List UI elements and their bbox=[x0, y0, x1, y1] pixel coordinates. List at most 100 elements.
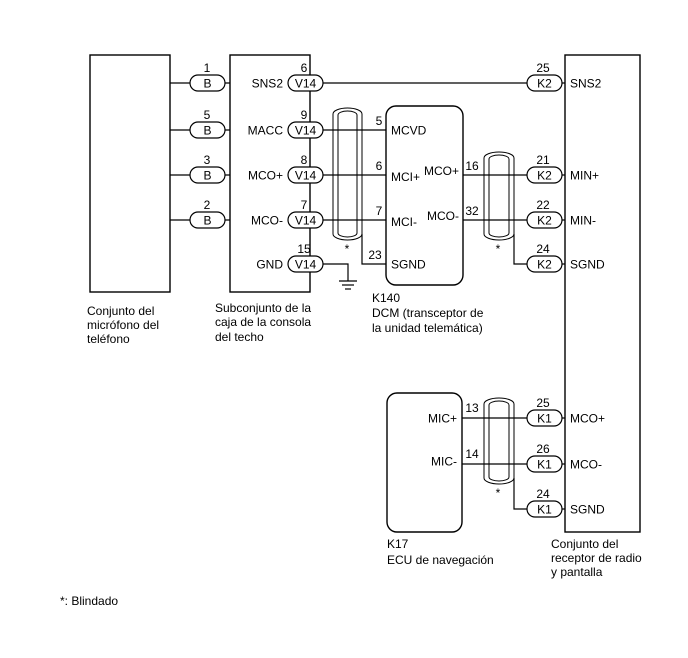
pin-number: 14 bbox=[465, 447, 479, 461]
signal-label: MCO+ bbox=[248, 169, 283, 183]
connector-label: V14 bbox=[295, 214, 317, 228]
pin-number: 3 bbox=[204, 153, 211, 167]
pin-number: 5 bbox=[376, 114, 383, 128]
signal-label: SGND bbox=[570, 258, 605, 272]
signal-label: GND bbox=[256, 258, 283, 272]
component-name-line: receptor de radio bbox=[551, 551, 642, 565]
signal-label: SNS2 bbox=[252, 77, 284, 91]
component-code: K17 bbox=[387, 537, 409, 551]
shield-inner bbox=[337, 110, 358, 238]
connector-pill bbox=[526, 211, 563, 229]
component-code: K140 bbox=[372, 291, 400, 305]
roof-console-terminal: GND 15 V14 bbox=[256, 242, 324, 273]
signal-label: SGND bbox=[570, 503, 605, 517]
component-name-line: del techo bbox=[215, 330, 264, 344]
signal-label: SNS2 bbox=[570, 77, 602, 91]
navigation-ecu-terminal: MIC- 14 bbox=[431, 447, 479, 469]
component-name-line: caja de la consola bbox=[215, 315, 311, 329]
radio-terminal: 25 K2 SNS2 bbox=[526, 61, 602, 92]
component-name-line: DCM (transceptor de bbox=[372, 306, 484, 320]
radio-terminal: 24 K2 SGND bbox=[526, 242, 605, 273]
connector-pill bbox=[287, 166, 324, 184]
connector-label: V14 bbox=[295, 124, 317, 138]
mic-terminal: 2 B bbox=[189, 198, 226, 229]
pin-number: 6 bbox=[301, 61, 308, 75]
connector-label: K2 bbox=[537, 77, 552, 91]
pin-number: 7 bbox=[376, 204, 383, 218]
component-name-line: teléfono bbox=[87, 332, 130, 346]
radio-terminal: 24 K1 SGND bbox=[526, 487, 605, 518]
pin-number: 13 bbox=[465, 401, 479, 415]
navigation-ecu-terminal: MIC+ 13 bbox=[428, 401, 479, 426]
pin-number: 9 bbox=[301, 108, 308, 122]
pin-number: 5 bbox=[204, 108, 211, 122]
component-name-line: ECU de navegación bbox=[387, 553, 494, 567]
connector-label: K1 bbox=[537, 503, 552, 517]
signal-label: MCO+ bbox=[570, 412, 605, 426]
signal-label: MCO- bbox=[251, 214, 283, 228]
connector-pill bbox=[287, 121, 324, 139]
component-name-line: Conjunto del bbox=[551, 537, 618, 551]
radio-terminal: 25 K1 MCO+ bbox=[526, 396, 605, 427]
connector-pill bbox=[526, 74, 563, 92]
pin-number: 15 bbox=[297, 242, 311, 256]
component-name-line: Subconjunto de la bbox=[215, 301, 311, 315]
pin-number: 7 bbox=[301, 198, 308, 212]
connector-pill bbox=[189, 211, 226, 229]
mic-terminal: 3 B bbox=[189, 153, 226, 184]
shield-inner bbox=[488, 400, 510, 482]
roof-console-terminal: MACC 9 V14 bbox=[248, 108, 324, 139]
connector-label: B bbox=[203, 77, 211, 91]
component-name-line: la unidad telemática) bbox=[372, 321, 483, 335]
dcm-left-terminal: 5 MCVD bbox=[376, 114, 427, 138]
signal-label: MCO- bbox=[570, 458, 602, 472]
signal-label: MIN- bbox=[570, 214, 596, 228]
radio-receiver-label: Conjunto del receptor de radio y pantall… bbox=[551, 537, 642, 579]
roof-console-terminal: SNS2 6 V14 bbox=[252, 61, 324, 92]
connector-label: B bbox=[203, 169, 211, 183]
signal-label: MCO- bbox=[427, 209, 459, 223]
connector-pill bbox=[189, 74, 226, 92]
signal-label: MCO+ bbox=[424, 164, 459, 178]
connector-pill bbox=[526, 500, 563, 518]
component-name-line: micrófono del bbox=[87, 318, 159, 332]
connector-pill bbox=[189, 166, 226, 184]
shield-1: * bbox=[332, 107, 363, 256]
connector-pill bbox=[287, 255, 324, 273]
connector-pill bbox=[526, 255, 563, 273]
signal-label: MACC bbox=[248, 124, 284, 138]
roof-console-terminal: MCO- 7 V14 bbox=[251, 198, 324, 229]
roof-console-terminal: MCO+ 8 V14 bbox=[248, 153, 324, 184]
connector-label: K2 bbox=[537, 169, 552, 183]
radio-terminal: 21 K2 MIN+ bbox=[526, 153, 599, 184]
radio-receiver-box bbox=[564, 54, 641, 533]
navigation-ecu-box bbox=[386, 392, 463, 533]
radio-terminal: 26 K1 MCO- bbox=[526, 442, 602, 473]
connector-label: K2 bbox=[537, 214, 552, 228]
connector-label: K1 bbox=[537, 458, 552, 472]
signal-label: MIC- bbox=[431, 455, 457, 469]
connector-label: V14 bbox=[295, 77, 317, 91]
component-name-line: y pantalla bbox=[551, 565, 603, 579]
connector-label: B bbox=[203, 214, 211, 228]
mic-terminal: 1 B bbox=[189, 61, 226, 92]
footnote: *: Blindado bbox=[60, 594, 118, 608]
pin-number: 25 bbox=[536, 61, 550, 75]
dcm-left-terminal: 6 MCI+ bbox=[376, 159, 420, 184]
connector-pill bbox=[526, 455, 563, 473]
connector-pill bbox=[526, 166, 563, 184]
pin-number: 22 bbox=[536, 198, 550, 212]
pin-number: 1 bbox=[204, 61, 211, 75]
signal-label: MCI- bbox=[391, 215, 417, 229]
shield-outer bbox=[483, 151, 515, 241]
dcm-left-terminal: 23 SGND bbox=[368, 248, 426, 272]
signal-label: MCVD bbox=[391, 124, 427, 138]
signal-label: MIN+ bbox=[570, 169, 599, 183]
dcm-right-terminal: MCO- 32 bbox=[427, 204, 479, 223]
connector-label: V14 bbox=[295, 258, 317, 272]
connector-label: K1 bbox=[537, 412, 552, 426]
shield-outer bbox=[332, 107, 363, 241]
pin-number: 2 bbox=[204, 198, 211, 212]
pin-number: 21 bbox=[536, 153, 550, 167]
